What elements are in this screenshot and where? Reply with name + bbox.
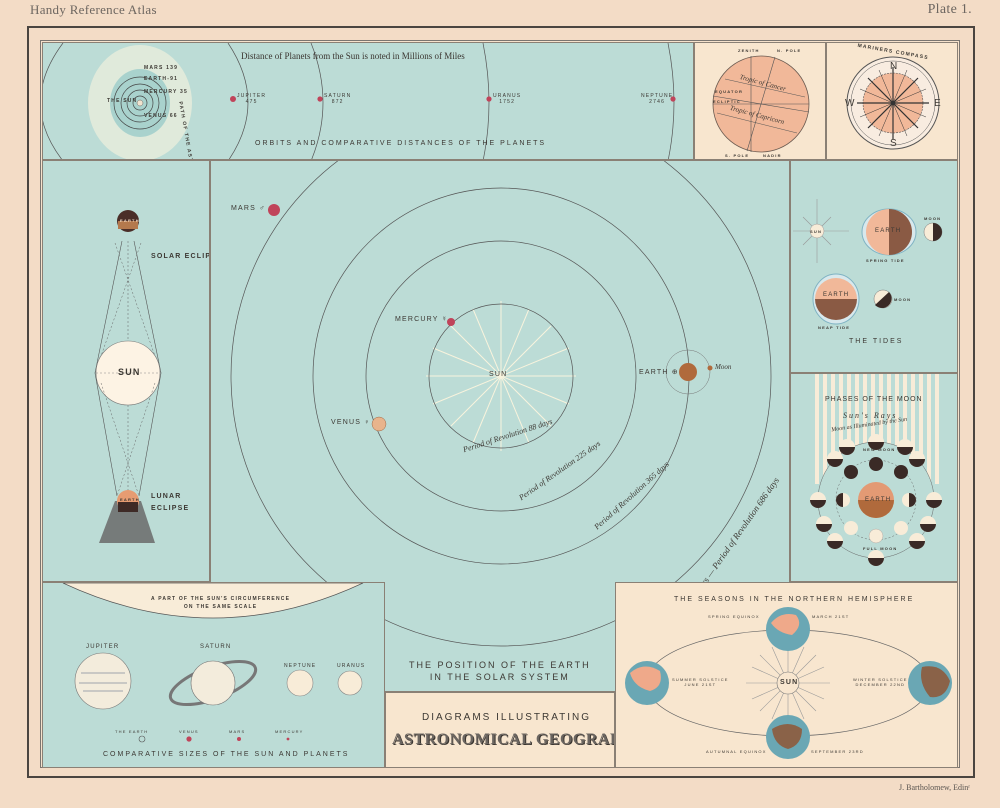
- compass-east: E: [934, 98, 941, 109]
- seasons-diagram: [625, 607, 952, 759]
- celestial-sphere-diagram: [712, 55, 810, 153]
- mars-size-label: MARS: [229, 729, 246, 734]
- lunar-eclipse-label: LUNAR ECLIPSE: [151, 493, 190, 512]
- moon-phases-panel: PHASES OF THE MOON Sun's Rays Moon as Il…: [790, 373, 958, 582]
- plate-number: Plate 1.: [927, 2, 972, 17]
- phases-earth-label: EARTH: [865, 497, 892, 503]
- tides-diagram: [793, 199, 943, 325]
- main-sun-label: SUN: [489, 371, 508, 378]
- atlas-title: Handy Reference Atlas: [30, 2, 157, 17]
- venus-label: VENUS ♀: [331, 419, 371, 426]
- autumnal-equinox-date: SEPTEMBER 23RD: [811, 749, 864, 754]
- neap-tide-label: NEAP TIDE: [818, 325, 851, 330]
- solar-system-diagram: [230, 161, 772, 647]
- mercury-label: MERCURY ☿: [395, 316, 449, 323]
- compass-north: N: [890, 61, 898, 72]
- compass-rose-icon: [846, 56, 940, 150]
- spring-tide-label: SPRING TIDE: [866, 258, 905, 263]
- autumnal-equinox-label: AUTUMNAL EQUINOX: [706, 749, 767, 754]
- full-moon-label: FULL MOON: [863, 546, 898, 551]
- compass-panel: MARINERS COMPASS N E S W: [826, 42, 958, 160]
- spring-earth-label: EARTH: [875, 228, 902, 234]
- venus-size-label: VENUS: [179, 729, 199, 734]
- inner-earth-label: EARTH-91: [144, 76, 179, 82]
- inner-venus-label: VENUS 66: [144, 113, 178, 119]
- saturn-size-label: SATURN: [200, 644, 232, 650]
- publisher-credit: J. Bartholomew, Edinʳ: [899, 783, 970, 792]
- mars-label: MARS ♂: [231, 205, 266, 212]
- suns-rays-label: Sun's Rays: [843, 411, 898, 420]
- neap-moon-label: MOON: [894, 297, 912, 302]
- compass-west: W: [845, 98, 855, 109]
- solar-system-caption: THE POSITION OF THE EARTH IN THE SOLAR S…: [409, 660, 591, 682]
- orbits-panel: Distance of Planets from the Sun is note…: [42, 42, 694, 160]
- orbits-diagram: [43, 43, 676, 159]
- eclipse-sun-label: SUN: [118, 367, 141, 377]
- solar-eclipse-earth-label: EARTH: [120, 218, 140, 223]
- comparative-sizes-panel: A PART OF THE SUN'S CIRCUMFERENCE ON THE…: [42, 582, 385, 768]
- mercury-size-label: MERCURY: [275, 729, 304, 734]
- moon-label: Moon: [715, 363, 732, 371]
- new-moon-label: NEW MOON: [863, 447, 896, 452]
- inner-mercury-label: MERCURY 35: [144, 89, 188, 95]
- title-line-1: DIAGRAMS ILLUSTRATING: [422, 712, 592, 723]
- zenith-label: ZENITH: [738, 48, 760, 53]
- distance-note: Distance of Planets from the Sun is note…: [241, 51, 465, 61]
- celestial-sphere-panel: ZENITH N. POLE EQUATOR ECLIPTIC S. POLE …: [694, 42, 826, 160]
- seasons-panel: THE SEASONS IN THE NORTHERN HEMISPHERE S…: [615, 582, 958, 768]
- tides-title: THE TIDES: [849, 338, 904, 345]
- ecliptic-label: ECLIPTIC: [713, 99, 741, 104]
- eclipse-panel: EARTH SOLAR ECLIPSE SUN EARTH LUNAR ECLI…: [42, 160, 210, 582]
- jupiter-size-label: JUPITER: [86, 644, 120, 650]
- seasons-title: THE SEASONS IN THE NORTHERN HEMISPHERE: [674, 596, 915, 603]
- tides-sun-label: SUN: [810, 229, 823, 234]
- uranus-size-label: URANUS: [337, 663, 366, 669]
- title-cartouche: DIAGRAMS ILLUSTRATING ASTRONOMICAL GEOGR…: [385, 692, 615, 768]
- earth-size-label: THE EARTH: [115, 729, 149, 734]
- earth-label: EARTH ⊕: [639, 369, 679, 376]
- equator-label: EQUATOR: [715, 89, 744, 94]
- sun-circumference-note: A PART OF THE SUN'S CIRCUMFERENCE ON THE…: [151, 596, 291, 610]
- moon-phases-diagram: [810, 374, 942, 566]
- comparative-sizes-diagram: [62, 583, 364, 743]
- north-pole-label: N. POLE: [777, 48, 802, 53]
- solar-eclipse-label: SOLAR ECLIPSE: [151, 253, 209, 260]
- neptune-size-label: NEPTUNE: [284, 663, 317, 669]
- spring-moon-label: MOON: [924, 216, 942, 221]
- south-pole-label: S. POLE: [725, 153, 750, 158]
- nadir-label: NADIR: [763, 153, 782, 158]
- spring-equinox-date: MARCH 21ST: [812, 614, 850, 619]
- moon-phases-title: PHASES OF THE MOON: [825, 396, 923, 403]
- the-sun-label: THE SUN: [107, 98, 138, 104]
- neap-earth-label: EARTH: [823, 292, 850, 298]
- sizes-caption: COMPARATIVE SIZES OF THE SUN AND PLANETS: [103, 751, 350, 758]
- outer-frame: [27, 26, 975, 778]
- eclipse-diagram: [94, 210, 162, 543]
- compass-south: S: [890, 138, 897, 149]
- inner-mars-label: MARS 139: [144, 65, 179, 71]
- tides-panel: SUN EARTH MOON SPRING TIDE EARTH MOON NE…: [790, 160, 958, 373]
- spring-equinox-label: SPRING EQUINOX: [708, 614, 760, 619]
- lunar-eclipse-earth-label: EARTH: [120, 497, 140, 502]
- orbits-caption: ORBITS AND COMPARATIVE DISTANCES OF THE …: [255, 140, 547, 147]
- title-line-2: ASTRONOMICAL GEOGRAPHY: [392, 731, 614, 748]
- seasons-sun-label: SUN: [780, 679, 799, 686]
